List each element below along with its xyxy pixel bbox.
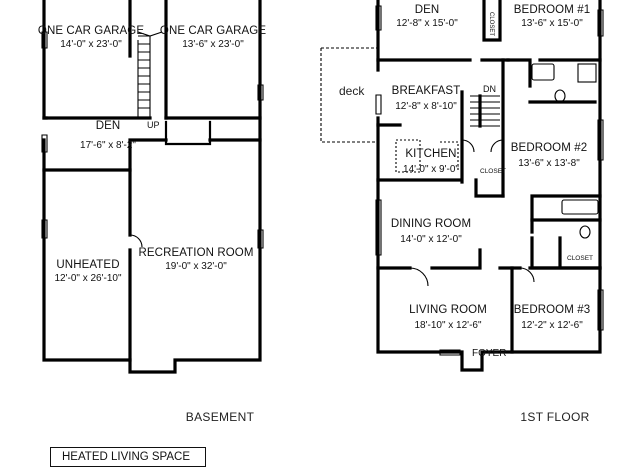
room-dimensions: 18'-10" x 12'-6": [414, 320, 482, 331]
room-dimensions: 13'-6" x 15'-0": [521, 18, 583, 29]
center-hall-wall: [460, 58, 505, 198]
room-name: BEDROOM #3: [513, 304, 591, 316]
basement-chase: [164, 120, 212, 146]
first-floor-label: 1ST FLOOR: [520, 410, 590, 424]
room-name: DEN: [414, 4, 440, 16]
room-dimensions: 12'-2" x 12'-6": [521, 320, 583, 331]
room-name: BEDROOM #2: [510, 142, 588, 154]
basement-outer-wall: [42, 0, 262, 374]
bath2-toilet: [579, 225, 591, 239]
deck-label: deck: [339, 84, 365, 98]
closet-label-bath: CLOSET: [567, 255, 594, 262]
kitchen-counter: [395, 139, 421, 173]
room-dimensions: 17'-6" x 8'-2": [80, 140, 136, 151]
basement-floor-label: BASEMENT: [185, 410, 255, 424]
basement-den-lower-wall: [42, 138, 262, 172]
room-label-garage-2: ONE CAR GARAGE 13'-6" x 23'-0": [160, 24, 266, 52]
stair-up-note: UP: [147, 120, 160, 130]
room-label-garage-1: ONE CAR GARAGE 14'-0" x 23'-0": [38, 24, 144, 52]
bedroom2-lower-wall: [530, 194, 602, 234]
room-label-bedroom-3: BEDROOM #3 12'-2" x 12'-6": [514, 303, 590, 333]
dining-living-wall: [376, 248, 522, 270]
room-name: BREAKFAST: [391, 85, 461, 97]
room-name: BEDROOM #1: [513, 4, 591, 16]
bedroom3-wall: [510, 266, 602, 354]
legend-heated-living-space: HEATED LIVING SPACE: [50, 447, 206, 467]
basement-windows: [41, 31, 264, 249]
room-dimensions: 19'-0" x 32'-0": [165, 261, 227, 272]
room-label-dining: DINING ROOM 14'-0" x 12'-0": [391, 217, 471, 247]
room-dimensions: 14'-0" x 9'-0": [403, 164, 459, 175]
room-label-bedroom-2: BEDROOM #2 13'-6" x 13'-8": [511, 141, 587, 171]
kitchen-island: [440, 141, 459, 172]
room-label-basement-den: DEN 17'-6" x 8'-2": [80, 119, 136, 153]
room-name: DINING ROOM: [390, 218, 472, 230]
bedroom1-wall: [506, 58, 602, 88]
bath2-tub: [561, 199, 599, 215]
room-label-recreation: RECREATION ROOM 19'-0" x 32'-0": [138, 246, 253, 274]
room-dimensions: 14'-0" x 23'-0": [60, 39, 122, 50]
room-label-den: DEN 12'-8" x 15'-0": [396, 3, 458, 31]
closet-label-top: CLOSET: [488, 12, 494, 37]
room-name: LIVING ROOM: [409, 304, 487, 316]
room-dimensions: 12'-0" x 26'-10": [54, 273, 122, 284]
first-floor-windows: [375, 5, 604, 356]
room-name: ONE CAR GARAGE: [37, 25, 145, 37]
bath1-toilet: [554, 89, 566, 103]
door-swings: [129, 139, 535, 287]
stair-dn-note: DN: [483, 84, 496, 94]
room-name: DEN: [95, 120, 121, 132]
room-dimensions: 12'-8" x 15'-0": [396, 18, 458, 29]
room-name: KITCHEN: [405, 148, 457, 160]
room-label-bedroom-1: BEDROOM #1 13'-6" x 15'-0": [514, 3, 590, 31]
room-name: ONE CAR GARAGE: [159, 25, 267, 37]
first-floor-stair: [470, 95, 500, 127]
room-label-breakfast: BREAKFAST 12'-8" x 8'-10": [392, 84, 461, 114]
room-label-unheated: UNHEATED 12'-0" x 26'-10": [54, 258, 121, 286]
deck-outline: [320, 47, 378, 143]
kitchen-lower-wall: [376, 178, 505, 198]
room-label-kitchen: KITCHEN 14'-0" x 9'-0": [403, 147, 459, 177]
first-floor-outer-wall: [376, 0, 602, 372]
closet-top-wall: [482, 0, 502, 42]
room-label-living: LIVING ROOM 18'-10" x 12'-6": [409, 303, 487, 333]
room-name: RECREATION ROOM: [138, 247, 254, 259]
room-dimensions: 12'-8" x 8'-10": [395, 101, 457, 112]
basement-stair: [137, 35, 151, 118]
room-dimensions: 14'-0" x 12'-0": [400, 234, 462, 245]
bath1-tub: [531, 63, 555, 81]
room-dimensions: 13'-6" x 23'-0": [182, 39, 244, 50]
foyer-label: FOYER: [472, 348, 507, 359]
bath1-shower: [577, 63, 597, 83]
basement-stair-arrow: [137, 31, 163, 37]
basement-garage-partition: [128, 0, 168, 120]
room-dimensions: 13'-6" x 13'-8": [518, 158, 580, 169]
closet-label-hall: CLOSET: [480, 168, 507, 175]
room-name: UNHEATED: [56, 259, 120, 271]
